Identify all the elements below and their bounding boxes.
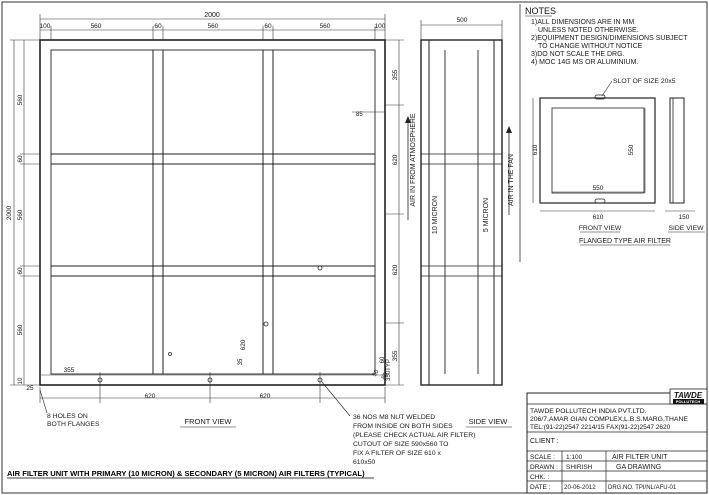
flanged-front-view: FRONT VIEW bbox=[579, 225, 622, 232]
dim-bottom-620c: 620 bbox=[240, 339, 247, 350]
air-in-fan-label: AIR IN THE FAN bbox=[508, 154, 515, 206]
company-logo: TAWDE POLLUTECH bbox=[669, 388, 708, 405]
dim-bottom-355: 355 bbox=[64, 367, 75, 374]
nuts-note-line: CUTOUT OF SIZE 590x560 TO bbox=[353, 441, 448, 448]
company-address: 206/7,AMAR GIAN COMPLEX,L.B.S.MARG,THANE bbox=[530, 416, 688, 423]
client-label: CLIENT : bbox=[530, 438, 559, 445]
air-in-atmosphere-label: AIR IN FROM ATMOSPHERE bbox=[410, 113, 417, 207]
inner-frame bbox=[50, 49, 376, 375]
dim-right-margin: 100 bbox=[375, 23, 386, 30]
dim-right-620-2: 620 bbox=[392, 264, 399, 275]
dim-right-35: 35 bbox=[238, 358, 244, 365]
dim-cell-w3: 560 bbox=[320, 23, 331, 30]
dim-bot-50: 50 bbox=[372, 369, 381, 378]
dim-bot-85: 85 bbox=[381, 372, 390, 381]
logo-text-top: TAWDE bbox=[674, 391, 703, 400]
flanged-side-view: SIDE VIEW bbox=[668, 225, 704, 232]
dim-gap-top-2: 60 bbox=[264, 23, 272, 30]
drawing-caption: AIR FILTER UNIT WITH PRIMARY (10 MICRON)… bbox=[7, 469, 365, 478]
nuts-note-line: 610x50 bbox=[353, 459, 376, 466]
logo-text-bottom: POLLUTECH bbox=[676, 399, 701, 404]
dim-height: 2000 bbox=[6, 205, 13, 220]
dim-gap-top: 60 bbox=[154, 23, 162, 30]
note-line: 1)ALL DIMENSIONS ARE IN MM bbox=[531, 19, 634, 26]
dim-bottom-60: 60 bbox=[380, 356, 386, 363]
dim-550-inner: 550 bbox=[628, 144, 635, 155]
nuts-note: 36 NOS M8 NUT WELDED FROM INSIDE ON BOTH… bbox=[353, 414, 475, 466]
note-line: UNLESS NOTED OTHERWISE. bbox=[538, 27, 639, 34]
date-label: DATE : bbox=[530, 484, 551, 491]
dim-width: 2000 bbox=[204, 12, 220, 19]
dim-right-350-typ: 350TYP bbox=[386, 359, 392, 381]
outer-frame bbox=[39, 39, 386, 386]
flanged-title: FLANGED TYPE AIR FILTER bbox=[579, 238, 671, 245]
note-line: 3)DO NOT SCALE THE DRG. bbox=[531, 51, 625, 58]
front-view: 2000 100 560 60 560 60 560 100 2000 560 … bbox=[6, 12, 475, 466]
dim-right-355-bot: 355 bbox=[392, 350, 399, 361]
drawing-number: DRG.NO. TPI/NL/AFU-01 bbox=[608, 485, 677, 491]
company-phone: TEL:(91-22)2547 2214/15 FAX(91-22)2547 2… bbox=[530, 424, 671, 431]
title-air-filter-unit: AIR FILTER UNIT bbox=[612, 454, 668, 461]
dim-gap-left: 60 bbox=[17, 155, 24, 163]
dim-gap-left-2: 60 bbox=[17, 267, 24, 275]
dim-610-bottom: 610 bbox=[593, 214, 604, 221]
dim-bottom-left-10: 10 bbox=[18, 377, 24, 384]
nuts-note-line: FIX A FILTER OF SIZE 610 x bbox=[353, 450, 441, 457]
nuts-note-line: 36 NOS M8 NUT WELDED bbox=[353, 414, 435, 421]
date-value: 20-06-2012 bbox=[564, 484, 596, 491]
nuts-note-line: FROM INSIDE ON BOTH SIDES bbox=[353, 423, 453, 430]
front-view-label: FRONT VIEW bbox=[185, 417, 233, 426]
note-line: 4) MOC 14G MS OR ALUMINIUM. bbox=[531, 59, 638, 66]
company-name: TAWDE POLLUTECH INDIA PVT.LTD. bbox=[530, 408, 647, 415]
notes-heading: NOTES bbox=[525, 6, 556, 16]
dim-left-h2: 560 bbox=[17, 209, 24, 220]
dim-depth: 500 bbox=[457, 17, 468, 24]
dim-left-margin: 100 bbox=[40, 23, 51, 30]
dim-right-85: 85 bbox=[356, 112, 363, 118]
slot-label: SLOT OF SIZE 20x5 bbox=[613, 78, 676, 85]
scale-label: SCALE : bbox=[530, 454, 555, 461]
dim-left-h3: 560 bbox=[17, 324, 24, 335]
dim-610-left: 610 bbox=[532, 144, 539, 155]
dim-bottom-25: 25 bbox=[26, 385, 34, 392]
note-line: 2)EQUIPMENT DESIGN/DIMENSIONS SUBJECT bbox=[531, 35, 688, 42]
drawn-label: DRAWN : bbox=[530, 464, 558, 471]
dim-cell-w2: 560 bbox=[208, 23, 219, 30]
notes-block: NOTES 1)ALL DIMENSIONS ARE IN MM UNLESS … bbox=[525, 6, 688, 66]
dim-550-bottom: 550 bbox=[593, 185, 604, 192]
title-block: TAWDE POLLUTECH TAWDE POLLUTECH INDIA PV… bbox=[526, 388, 708, 494]
title-ga-drawing: GA DRAWING bbox=[616, 464, 661, 471]
side-view-label: SIDE VIEW bbox=[469, 417, 509, 426]
ten-micron-label: 10 MICRON bbox=[432, 196, 439, 234]
drawn-value: SHIRISH bbox=[566, 464, 593, 471]
five-micron-label: 5 MICRON bbox=[483, 198, 490, 232]
dim-bottom-620a: 620 bbox=[145, 393, 156, 400]
chk-label: CHK. : bbox=[530, 474, 549, 481]
dim-right-355-top: 355 bbox=[392, 69, 399, 80]
holes-note-line1: 8 HOLES ON bbox=[47, 413, 88, 420]
dim-right-620-1: 620 bbox=[392, 154, 399, 165]
side-view: 500 10 MICRON 5 MICRON AIR IN THE FAN SI… bbox=[420, 17, 515, 428]
holes-note-line2: BOTH FLANGES bbox=[47, 421, 100, 428]
dim-bottom-620b: 620 bbox=[260, 393, 271, 400]
scale-value: 1:100 bbox=[566, 454, 583, 461]
note-line: TO CHANGE WITHOUT NOTICE bbox=[538, 43, 643, 50]
dim-cell-w1: 560 bbox=[91, 23, 102, 30]
flanged-filter-detail: SLOT OF SIZE 20x5 610 550 550 610 150 FR… bbox=[532, 78, 705, 246]
dim-150: 150 bbox=[679, 214, 690, 221]
dim-left-h1: 560 bbox=[17, 94, 24, 105]
nuts-note-line: (PLEASE CHECK ACTUAL AIR FILTER) bbox=[353, 432, 475, 439]
